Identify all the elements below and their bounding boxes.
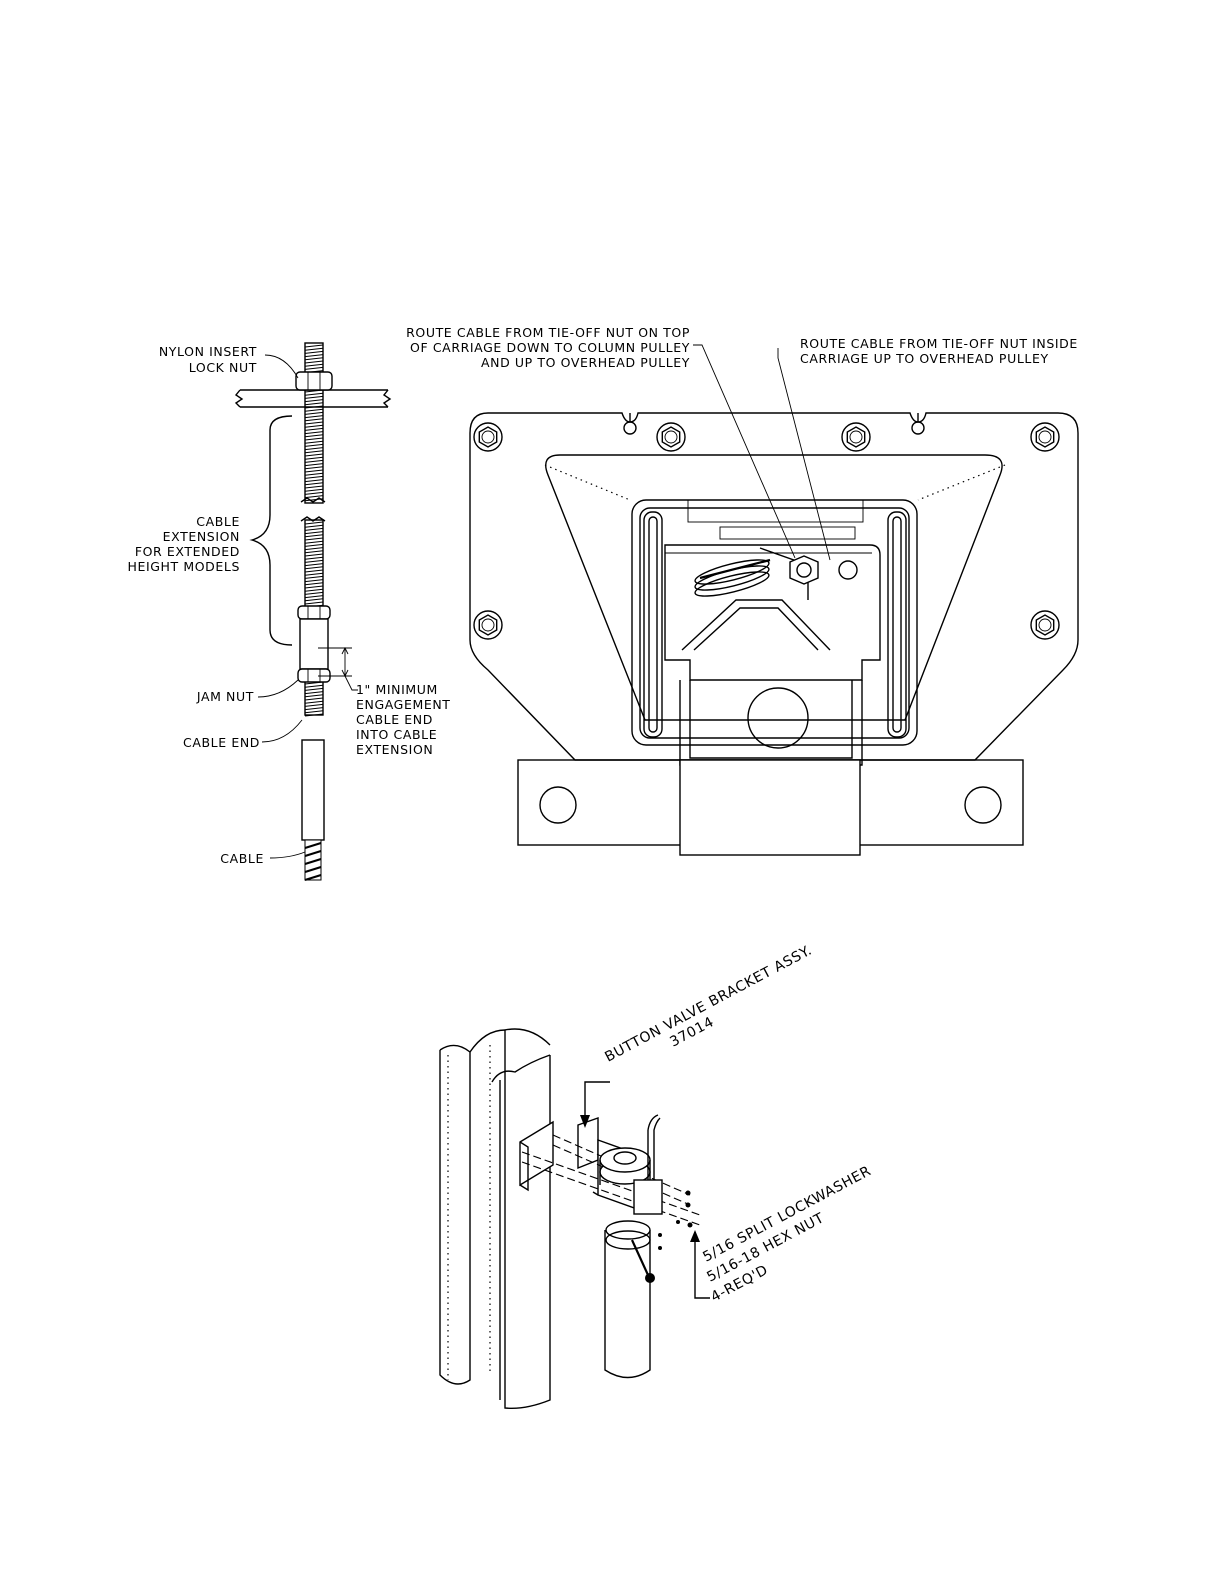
bolt-head xyxy=(473,610,503,640)
column-post xyxy=(439,1028,551,1410)
engagement-label-5: EXTENSION xyxy=(356,742,433,757)
bolt-head xyxy=(656,422,686,452)
engagement-label-3: CABLE END xyxy=(356,712,433,727)
engagement-label-2: ENGAGEMENT xyxy=(356,697,451,712)
button-valve-install: BUTTON VALVE BRACKET ASSY. 37014 5/16 SP… xyxy=(439,942,874,1410)
bolt-head xyxy=(1030,610,1060,640)
hardware-label-1: 5/16 SPLIT LOCKWASHER xyxy=(700,1163,874,1265)
bolt-head xyxy=(841,422,871,452)
cable-extension-label-4: HEIGHT MODELS xyxy=(127,559,240,574)
jam-nut-label: JAM NUT xyxy=(196,689,254,704)
cable-hole xyxy=(838,560,858,580)
cable-extension-detail: NYLON INSERT LOCK NUT CABLE EXTENSION FO… xyxy=(127,342,451,882)
tie-off-nut xyxy=(789,555,819,585)
cable-extension-label-1: CABLE xyxy=(196,514,240,529)
route-top-label-2: OF CARRIAGE DOWN TO COLUMN PULLEY xyxy=(410,340,690,355)
column-pulley xyxy=(681,547,831,651)
nylon-insert-label-2: LOCK NUT xyxy=(189,360,257,375)
hex-nuts xyxy=(658,1190,693,1250)
route-inside-label-1: ROUTE CABLE FROM TIE-OFF NUT INSIDE xyxy=(800,336,1078,351)
bracket-label-1: BUTTON VALVE BRACKET ASSY. xyxy=(602,942,814,1065)
wire-rope xyxy=(304,839,322,882)
nylon-insert-label-1: NYLON INSERT xyxy=(159,344,257,359)
carriage-top-view: ROUTE CABLE FROM TIE-OFF NUT ON TOP OF C… xyxy=(406,325,1079,856)
cable-end-sleeve xyxy=(301,739,325,841)
route-top-label-1: ROUTE CABLE FROM TIE-OFF NUT ON TOP xyxy=(406,325,690,340)
coupling-shape xyxy=(297,605,331,683)
engagement-dimension xyxy=(318,646,358,691)
button-valve xyxy=(599,1114,663,1379)
bolt-head xyxy=(473,422,503,452)
cable-end-label: CABLE END xyxy=(183,735,260,750)
route-inside-label-2: CARRIAGE UP TO OVERHEAD PULLEY xyxy=(800,351,1049,366)
cable-label: CABLE xyxy=(220,851,264,866)
route-top-label-3: AND UP TO OVERHEAD PULLEY xyxy=(481,355,690,370)
engagement-label-1: 1" MINIMUM xyxy=(356,682,438,697)
extension-brace xyxy=(249,415,293,646)
column-circle xyxy=(747,687,809,749)
carriage-bolts xyxy=(473,422,1060,640)
cable-extension-label-2: EXTENSION xyxy=(163,529,240,544)
bolt-head xyxy=(1030,422,1060,452)
cable-extension-label-3: FOR EXTENDED xyxy=(135,544,240,559)
engagement-label-4: INTO CABLE xyxy=(356,727,437,742)
lock-nut-shape xyxy=(295,371,333,391)
carriage-plate xyxy=(469,412,1079,761)
